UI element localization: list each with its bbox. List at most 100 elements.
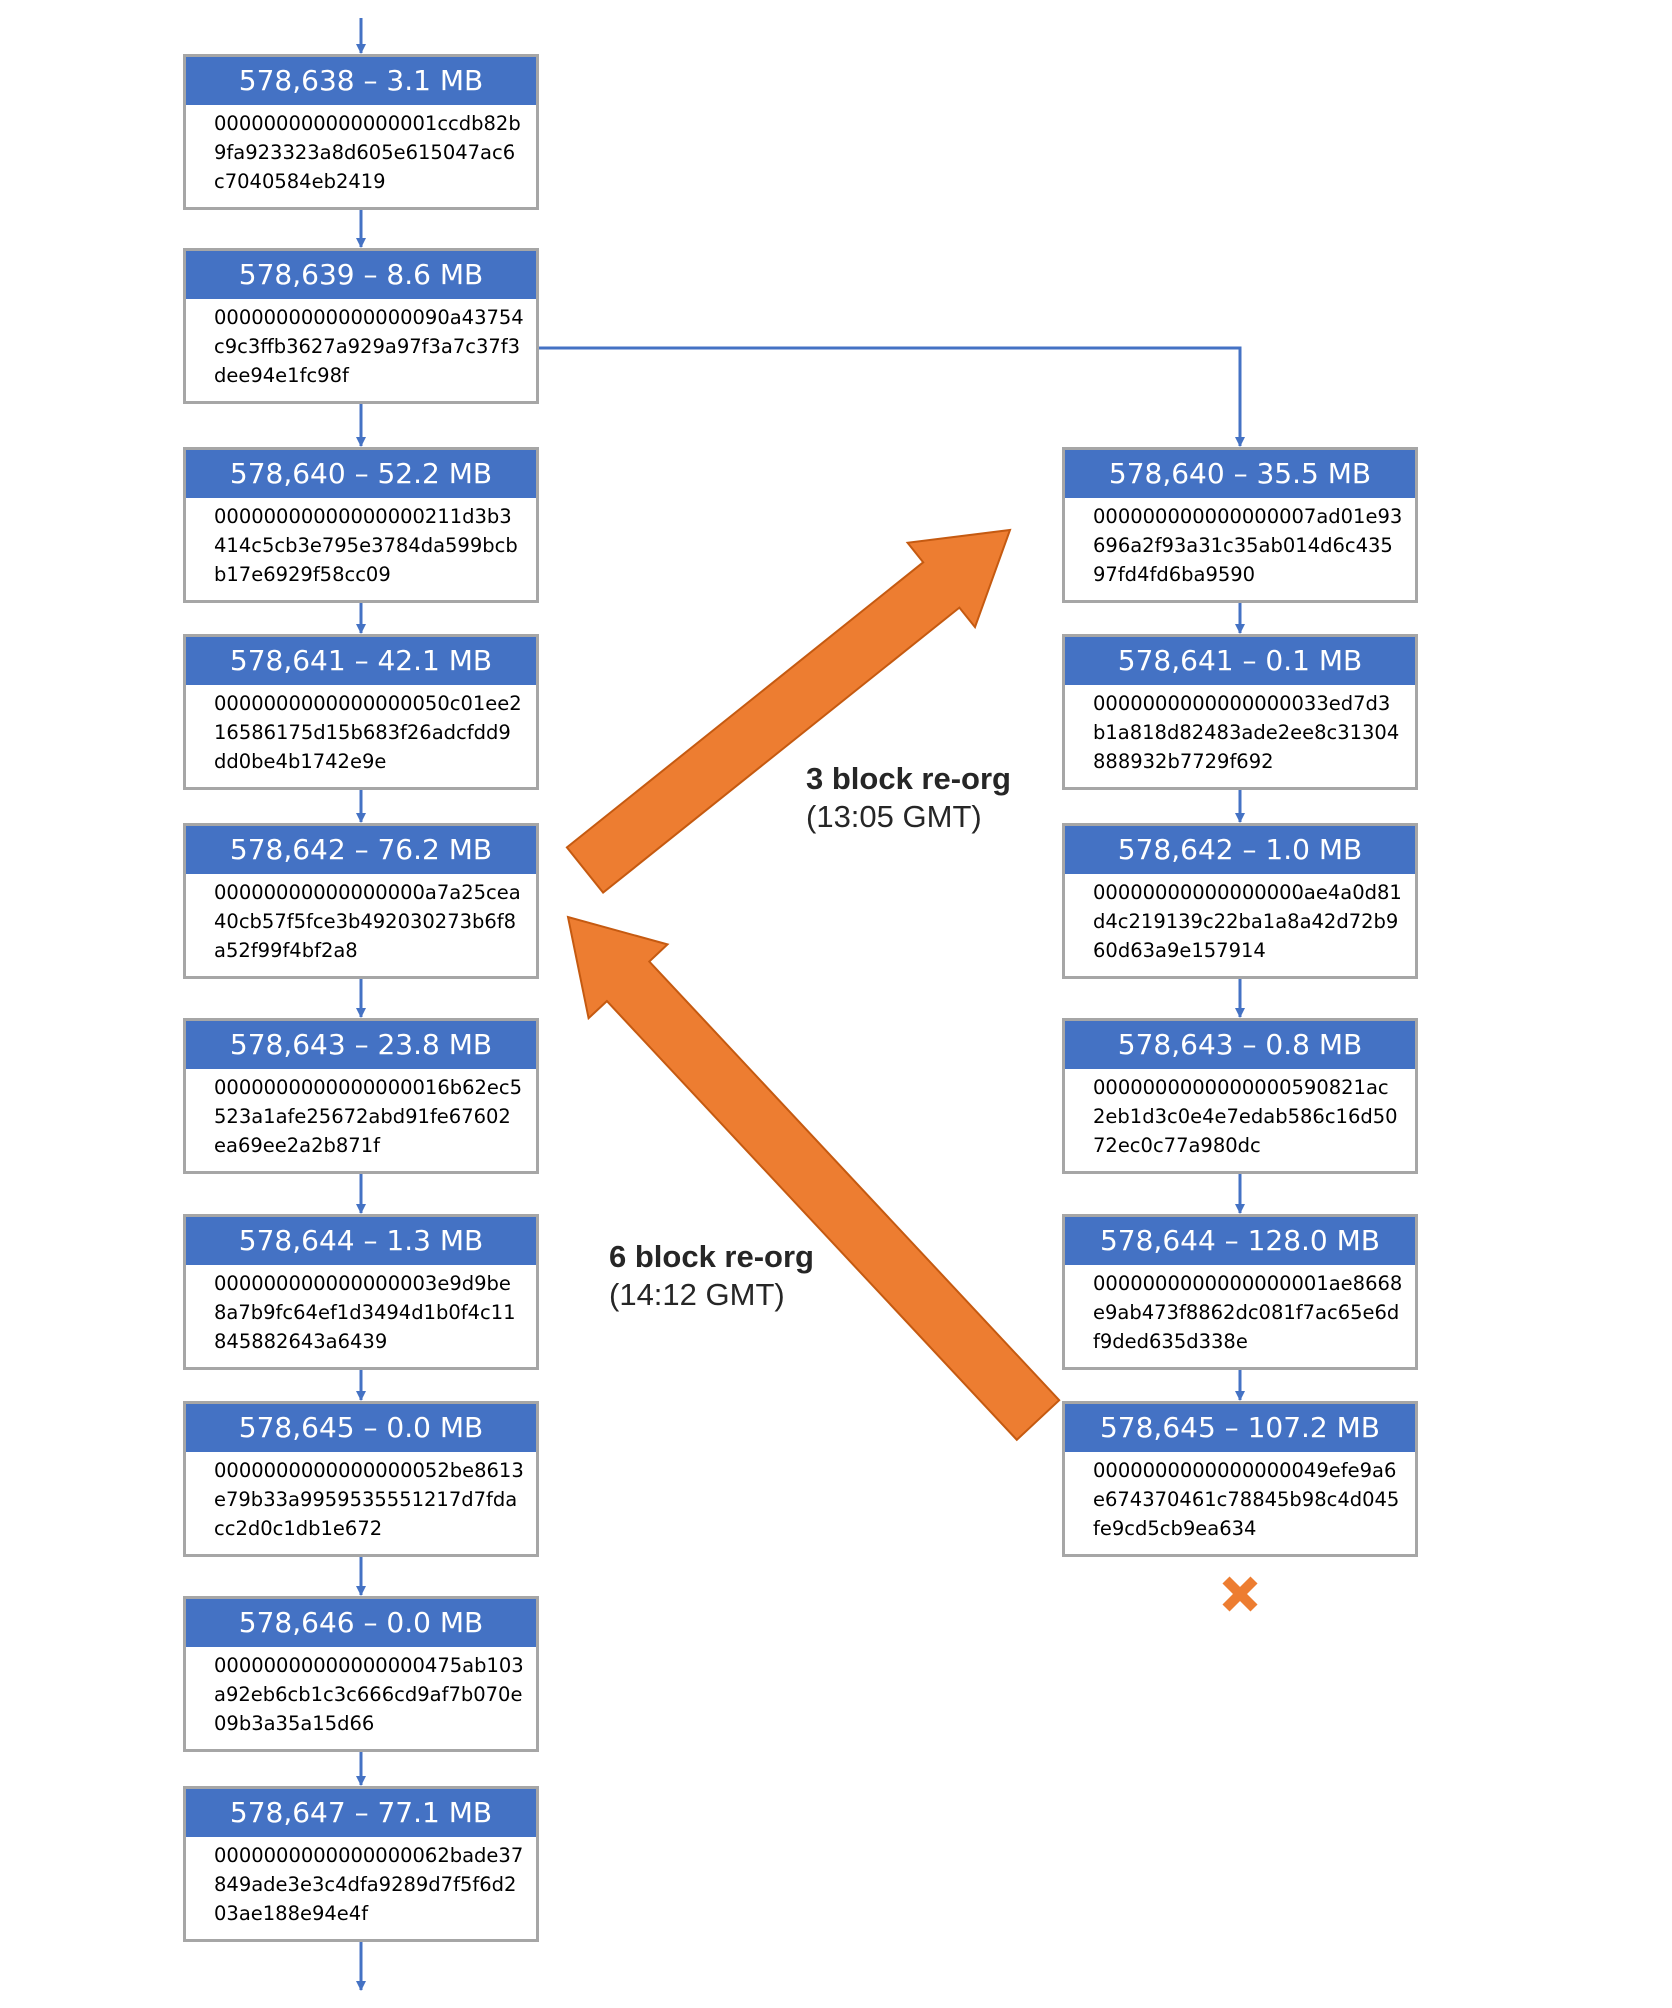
block-hash-line: b1a818d82483ade2ee8c31304 xyxy=(1093,721,1400,744)
block-hash-line: 888932b7729f692 xyxy=(1093,750,1274,773)
block-hash-line: 09b3a35a15d66 xyxy=(214,1712,375,1735)
block-height-size: 578,647 – 77.1 MB xyxy=(186,1789,536,1837)
block-height-size: 578,639 – 8.6 MB xyxy=(186,251,536,299)
block-fork_chain-5: 578,645 – 107.2 MB 0000000000000000049efe… xyxy=(1062,1401,1418,1557)
reorg-arrow-3-block xyxy=(565,528,1012,895)
block-hash-line: 40cb57f5fce3b492030273b6f8 xyxy=(214,910,517,933)
block-hash: 000000000000000001ccdb82b 9fa923323a8d605… xyxy=(186,105,536,196)
reorg-label-6-block: 6 block re-org (14:12 GMT) xyxy=(609,1238,814,1314)
block-hash: 0000000000000000016b62ec5 523a1afe25672ab… xyxy=(186,1069,536,1160)
block-height-size: 578,638 – 3.1 MB xyxy=(186,57,536,105)
block-height-size: 578,641 – 0.1 MB xyxy=(1065,637,1415,685)
block-hash-line: ea69ee2a2b871f xyxy=(214,1134,380,1157)
block-hash-line: 0000000000000000050c01ee2 xyxy=(214,692,522,715)
block-hash: 0000000000000000052be8613 e79b33a99595355… xyxy=(186,1452,536,1543)
block-hash-line: 696a2f93a31c35ab014d6c435 xyxy=(1093,534,1393,557)
block-hash: 0000000000000000050c01ee2 16586175d15b683… xyxy=(186,685,536,776)
block-hash-line: 0000000000000000590821ac xyxy=(1093,1076,1389,1099)
block-hash: 0000000000000000033ed7d3 b1a818d82483ade2… xyxy=(1065,685,1415,776)
block-hash: 0000000000000000090a43754 c9c3ffb3627a929… xyxy=(186,299,536,390)
block-hash-line: 0000000000000000062bade37 xyxy=(214,1844,524,1867)
block-height-size: 578,645 – 0.0 MB xyxy=(186,1404,536,1452)
reorg-title: 6 block re-org xyxy=(609,1239,814,1274)
block-hash-line: a92eb6cb1c3c666cd9af7b070e xyxy=(214,1683,523,1706)
block-hash-line: e9ab473f8862dc081f7ac65e6d xyxy=(1093,1301,1400,1324)
block-hash-line: 00000000000000000475ab103 xyxy=(214,1654,524,1677)
block-hash-line: f9ded635d338e xyxy=(1093,1330,1248,1353)
block-hash-line: b17e6929f58cc09 xyxy=(214,563,391,586)
block-hash-line: 16586175d15b683f26adcfdd9 xyxy=(214,721,511,744)
reorg-title: 3 block re-org xyxy=(806,761,1011,796)
block-hash-line: d4c219139c22ba1a8a42d72b9 xyxy=(1093,910,1399,933)
block-height-size: 578,642 – 76.2 MB xyxy=(186,826,536,874)
block-height-size: 578,643 – 23.8 MB xyxy=(186,1021,536,1069)
block-hash-line: 2eb1d3c0e4e7edab586c16d50 xyxy=(1093,1105,1398,1128)
reorg-arrow-6-block xyxy=(566,915,1061,1442)
block-hash-line: fe9cd5cb9ea634 xyxy=(1093,1517,1257,1540)
block-hash-line: 97fd4fd6ba9590 xyxy=(1093,563,1256,586)
block-hash-line: e674370461c78845b98c4d045 xyxy=(1093,1488,1400,1511)
block-hash: 000000000000000003e9d9be 8a7b9fc64ef1d349… xyxy=(186,1265,536,1356)
block-hash-line: dee94e1fc98f xyxy=(214,364,349,387)
block-hash-line: 60d63a9e157914 xyxy=(1093,939,1266,962)
block-hash-line: 0000000000000000090a43754 xyxy=(214,306,524,329)
block-hash-line: 000000000000000001ccdb82b xyxy=(214,112,521,135)
block-hash-line: 00000000000000000a7a25cea xyxy=(214,881,521,904)
block-hash-line: dd0be4b1742e9e xyxy=(214,750,387,773)
block-hash-line: 0000000000000000049efe9a6 xyxy=(1093,1459,1397,1482)
block-hash-line: 0000000000000000033ed7d3 xyxy=(1093,692,1391,715)
block-hash-line: 9fa923323a8d605e615047ac6 xyxy=(214,141,516,164)
reorg-label-3-block: 3 block re-org (13:05 GMT) xyxy=(806,760,1011,836)
block-height-size: 578,646 – 0.0 MB xyxy=(186,1599,536,1647)
link-arrow-fork-branch xyxy=(539,346,1245,447)
block-hash-line: 845882643a6439 xyxy=(214,1330,388,1353)
block-height-size: 578,640 – 52.2 MB xyxy=(186,450,536,498)
block-height-size: 578,643 – 0.8 MB xyxy=(1065,1021,1415,1069)
block-hash-line: 00000000000000000ae4a0d81 xyxy=(1093,881,1402,904)
block-height-size: 578,640 – 35.5 MB xyxy=(1065,450,1415,498)
block-hash-line: 00000000000000000211d3b3 xyxy=(214,505,512,528)
block-height-size: 578,642 – 1.0 MB xyxy=(1065,826,1415,874)
block-hash-line: 414c5cb3e795e3784da599bcb xyxy=(214,534,518,557)
block-height-size: 578,645 – 107.2 MB xyxy=(1065,1404,1415,1452)
block-hash: 0000000000000000590821ac 2eb1d3c0e4e7edab… xyxy=(1065,1069,1415,1160)
block-height-size: 578,644 – 128.0 MB xyxy=(1065,1217,1415,1265)
block-hash-line: 523a1afe25672abd91fe67602 xyxy=(214,1105,511,1128)
block-hash-line: 03ae188e94e4f xyxy=(214,1902,369,1925)
reorg-time: (13:05 GMT) xyxy=(806,799,982,834)
block-hash-line: e79b33a9959535551217d7fda xyxy=(214,1488,518,1511)
block-hash-line: 000000000000000007ad01e93 xyxy=(1093,505,1403,528)
block-hash-line: c9c3ffb3627a929a97f3a7c37f3 xyxy=(214,335,521,358)
block-height-size: 578,644 – 1.3 MB xyxy=(186,1217,536,1265)
block-hash-line: 0000000000000000016b62ec5 xyxy=(214,1076,523,1099)
block-hash-line: 000000000000000003e9d9be xyxy=(214,1272,511,1295)
block-hash-line: 8a7b9fc64ef1d3494d1b0f4c11 xyxy=(214,1301,516,1324)
block-hash-line: 0000000000000000052be8613 xyxy=(214,1459,524,1482)
block-hash: 00000000000000000ae4a0d81 d4c219139c22ba1… xyxy=(1065,874,1415,965)
block-hash-line: a52f99f4bf2a8 xyxy=(214,939,358,962)
block-hash: 00000000000000000211d3b3 414c5cb3e795e378… xyxy=(186,498,536,589)
block-hash: 00000000000000000a7a25cea 40cb57f5fce3b49… xyxy=(186,874,536,965)
block-hash: 000000000000000007ad01e93 696a2f93a31c35a… xyxy=(1065,498,1415,589)
block-main_chain-8: 578,646 – 0.0 MB 00000000000000000475ab10… xyxy=(183,1596,539,1752)
x-icon xyxy=(1222,1576,1258,1612)
reorg-time: (14:12 GMT) xyxy=(609,1277,785,1312)
